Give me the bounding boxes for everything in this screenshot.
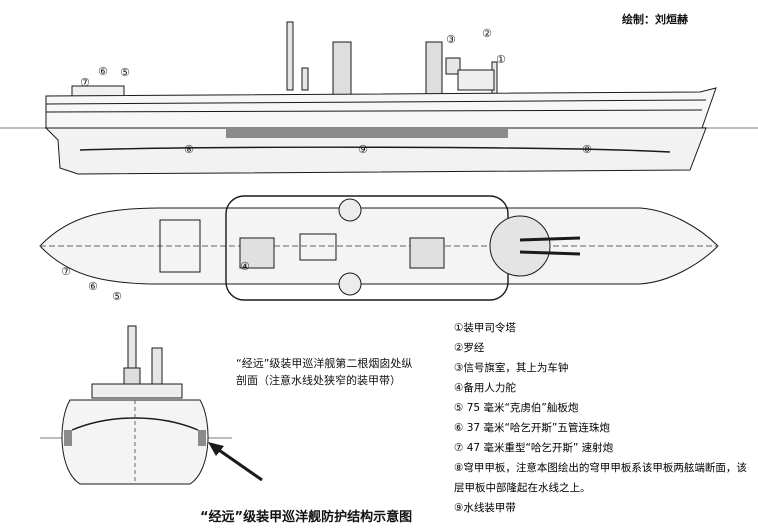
funnel-2 [425,41,443,98]
mid-hatch [299,233,337,261]
section-ventilator [151,347,163,385]
section-mast [127,325,137,371]
deck-line [45,99,707,105]
turret-gun-2 [519,250,581,256]
marker-8-fore: ⑧ [582,143,592,156]
ventilator [301,67,309,91]
legend-item-3: ③信号旗室，其上为车钟 [454,362,569,374]
marker-8-aft: ⑧ [184,143,194,156]
funnel-1 [332,41,352,98]
turret-gun-1 [519,236,581,242]
section-caption: “经远”级装甲巡洋舰第二根烟囱处纵剖面（注意水线处狭窄的装甲带） [236,357,413,387]
marker-7-side: ⑦ [80,76,90,89]
gun-sponson-starboard [338,272,362,296]
marker-2: ② [482,27,492,40]
hull-lower [44,127,707,175]
main-caption: “经远”级装甲巡洋舰防护结构示意图 [200,510,413,525]
marker-3: ③ [446,33,456,46]
signal-house [445,57,461,75]
legend: ①装甲司令塔 ②罗经 ③信号旗室，其上为车钟 ④备用人力舵 ⑤ 75 毫米“克虏… [454,318,754,518]
callout-markers: ① ② ③ ④ ⑤ ⑤ ⑥ ⑥ ⑦ ⑦ ⑧ ⑧ ⑨ [61,27,592,303]
funnel-2-plan [409,237,445,269]
legend-item-2: ②罗经 [454,342,485,354]
section-funnel [123,367,141,387]
section-belt-left [64,430,72,446]
armored-deck [79,146,671,153]
marker-6-side: ⑥ [98,65,108,78]
gun-sponson-port [338,198,362,222]
bridge-structure [457,69,495,91]
marker-4: ④ [240,260,250,273]
pole-mast-fore [286,21,294,91]
legend-item-9: ⑨水线装甲带 [454,502,516,514]
pointer-arrow [215,446,263,482]
aft-hatch [159,219,201,273]
legend-item-5: ⑤ 75 毫米“克虏伯”舢板炮 [454,402,579,414]
section-belt-right [198,430,206,446]
legend-item-7: ⑦ 47 毫米重型“哈乞开斯” 速射炮 [454,442,614,454]
sheer-line [45,109,703,113]
marker-5-side: ⑤ [120,66,130,79]
marker-5-plan: ⑤ [112,290,122,303]
legend-item-8: ⑧穹甲甲板，注意本图绘出的穹甲甲板系该甲板两舷端断面，该层甲板中部隆起在水线之上… [454,462,747,494]
marker-6-plan: ⑥ [88,280,98,293]
legend-item-6: ⑥ 37 毫米“哈乞开斯”五管连珠炮 [454,422,610,434]
hull-upper [45,87,717,129]
legend-item-1: ①装甲司令塔 [454,322,516,334]
pointer-arrowhead [208,442,224,456]
funnel-1-plan [239,237,275,269]
marker-1: ① [496,53,506,66]
marker-7-plan: ⑦ [61,265,71,278]
section-superstructure [91,383,183,399]
main-turret [489,215,551,277]
marker-9: ⑨ [358,143,368,156]
plan-view [39,195,719,301]
author-credit: 绘制：刘烜赫 [622,13,688,26]
cross-section [40,325,263,485]
side-elevation [0,21,758,175]
legend-item-4: ④备用人力舵 [454,382,516,394]
armor-belt [226,128,508,138]
